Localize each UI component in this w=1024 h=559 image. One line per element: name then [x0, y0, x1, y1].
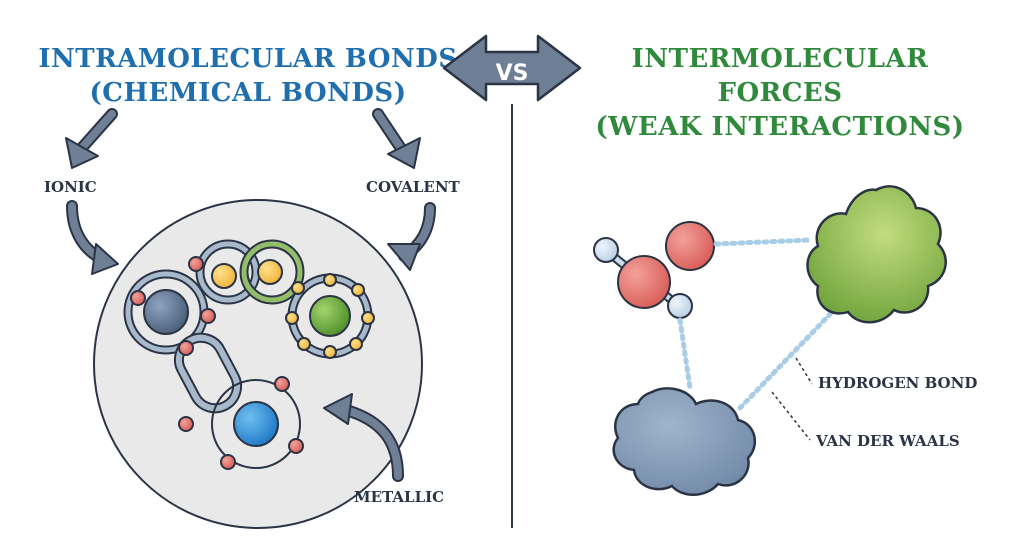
covalent-curved-arrow-icon: [387, 202, 436, 271]
vs-label: VS: [495, 61, 529, 86]
slate-nucleus-atom: [143, 289, 189, 335]
hydrogen-bond-leader-line: [795, 357, 813, 385]
metallic-curved-arrow-icon: [323, 393, 404, 482]
van-der-waals-leader-line: [771, 391, 811, 441]
hydrogen-atom: [593, 237, 619, 263]
yellow-electrons: [285, 273, 375, 359]
arrow-to-ionic-icon: [65, 108, 118, 169]
yellow-atom: [257, 259, 283, 285]
hydrogen-bond-label: HYDROGEN BOND: [818, 374, 978, 392]
intermolecular-title-line1: INTERMOLECULAR FORCES: [631, 44, 929, 108]
arrow-to-covalent-icon: [372, 108, 421, 169]
blue-molecule-blob: [612, 387, 757, 496]
intramolecular-title-line2: (CHEMICAL BONDS): [89, 78, 407, 108]
metallic-label: METALLIC: [354, 488, 445, 506]
oxygen-atom: [617, 255, 671, 309]
intramolecular-title-line1: INTRAMOLECULAR BONDS: [38, 44, 458, 74]
dotted-interaction-lines: [677, 237, 839, 411]
covalent-label: COVALENT: [366, 178, 460, 196]
covalent-orbital-ring-left: [195, 239, 261, 305]
yellow-atom: [211, 263, 237, 289]
intramolecular-title: INTRAMOLECULAR BONDS (CHEMICAL BONDS): [28, 42, 468, 110]
blue-nucleus-atom: [233, 401, 279, 447]
intermolecular-title-line2: (WEAK INTERACTIONS): [595, 112, 965, 142]
ionic-curved-arrow-icon: [66, 200, 119, 275]
vs-double-arrow-icon: [442, 34, 582, 102]
van-der-waals-label: VAN DER WAALS: [816, 432, 960, 450]
hydrogen-atom: [667, 293, 693, 319]
green-molecule-blob: [806, 185, 947, 324]
oxygen-atom: [665, 221, 715, 271]
metallic-orbital-ring: [211, 379, 301, 469]
water-molecule: [593, 221, 715, 319]
green-nucleus-atom: [309, 295, 351, 337]
red-electrons: [130, 256, 304, 470]
ionic-label: IONIC: [44, 178, 97, 196]
intermolecular-title: INTERMOLECULAR FORCES (WEAK INTERACTIONS…: [570, 42, 990, 144]
metallic-chain-link: [173, 332, 243, 414]
covalent-orbital-ring-right: [239, 239, 305, 305]
